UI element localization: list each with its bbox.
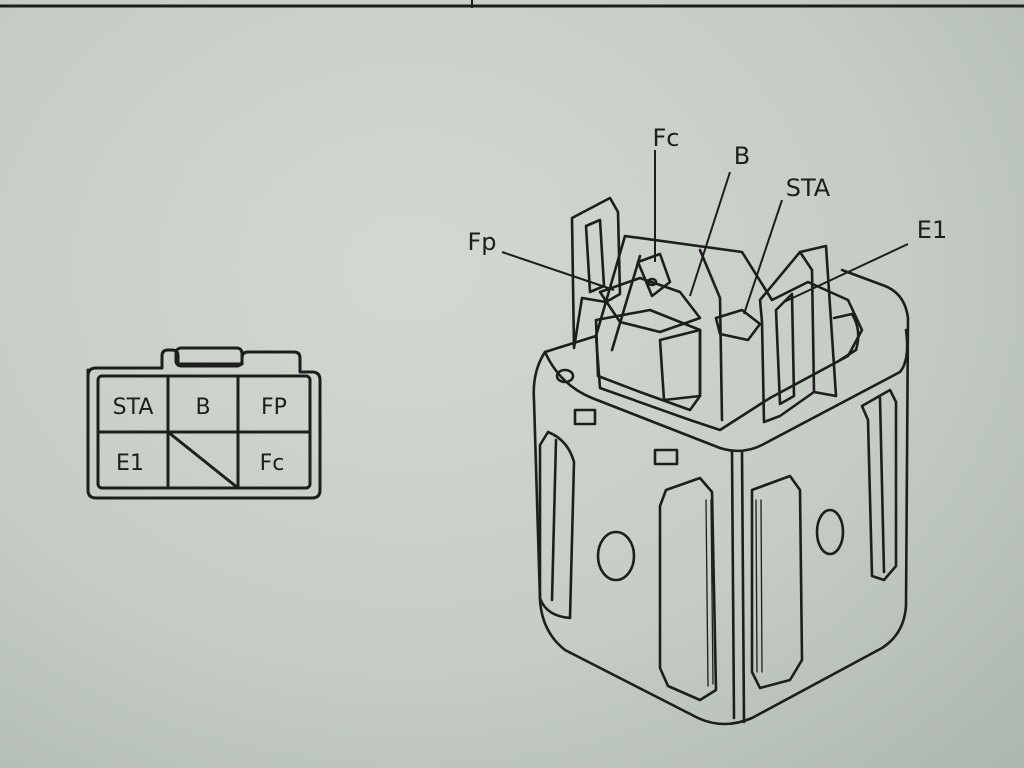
relay-top-rim (543, 328, 909, 453)
connector-face-diagram (86, 346, 322, 500)
relay-body-outline (532, 268, 910, 726)
callout-fp: Fp (467, 228, 496, 256)
callout-sta: STA (786, 174, 831, 202)
relay-blade-e1-edge (798, 244, 838, 398)
relay-left-rib-inner (550, 438, 558, 602)
relay-mount-hole-left (596, 530, 636, 582)
relay-right-rib-inner (878, 396, 886, 574)
relay-grip-slot-left (658, 476, 718, 702)
connector-outer-shell (86, 348, 322, 500)
relay-blade-e1-slot (774, 292, 796, 406)
relay-inner-wall (610, 248, 724, 422)
relay-terminal-fc (598, 276, 702, 334)
callout-e1: E1 (917, 216, 947, 244)
pin-callout-labels: Fc B STA Fp E1 (467, 124, 947, 256)
pin-leader-lines (501, 150, 909, 315)
relay-front-corner (730, 450, 746, 724)
relay-terminal-sta (714, 308, 762, 342)
callout-fc: Fc (653, 124, 680, 152)
relay-grip-slot-right (750, 474, 804, 690)
callout-b: B (734, 142, 750, 170)
connector-lock-tab (174, 346, 244, 368)
relay-inner-cavity (594, 234, 864, 432)
cell-fp: FP (261, 395, 287, 420)
relay-corner-pin (555, 368, 575, 384)
cell-e1: E1 (116, 451, 144, 476)
leader-b (689, 171, 731, 297)
relay-isometric-drawing (532, 196, 910, 726)
leader-sta (743, 199, 783, 315)
cell-sta: STA (113, 395, 154, 420)
relay-terminal-b (594, 308, 702, 412)
relay-terminal-fc-top (636, 252, 672, 298)
leader-e1 (783, 243, 909, 303)
relay-side-ear (832, 312, 860, 362)
relay-left-rib (538, 430, 576, 620)
relay-blade-e1 (758, 250, 816, 424)
relay-terminal-fc-hole (646, 277, 658, 287)
cell-b: B (195, 395, 210, 420)
leader-fp (501, 251, 615, 291)
relay-mount-hole-right (815, 508, 845, 556)
connector-empty-cavity (167, 430, 239, 490)
cell-fc: Fc (260, 451, 285, 476)
relay-vent-left (573, 408, 597, 426)
relay-blade-fp (570, 196, 622, 350)
relay-vent-center (653, 448, 679, 466)
relay-right-rib (860, 388, 898, 582)
connector-face-labels: STA B FP E1 Fc (113, 395, 287, 476)
relay-terminal-b-face (658, 328, 702, 402)
relay-grip-texture (705, 499, 763, 687)
